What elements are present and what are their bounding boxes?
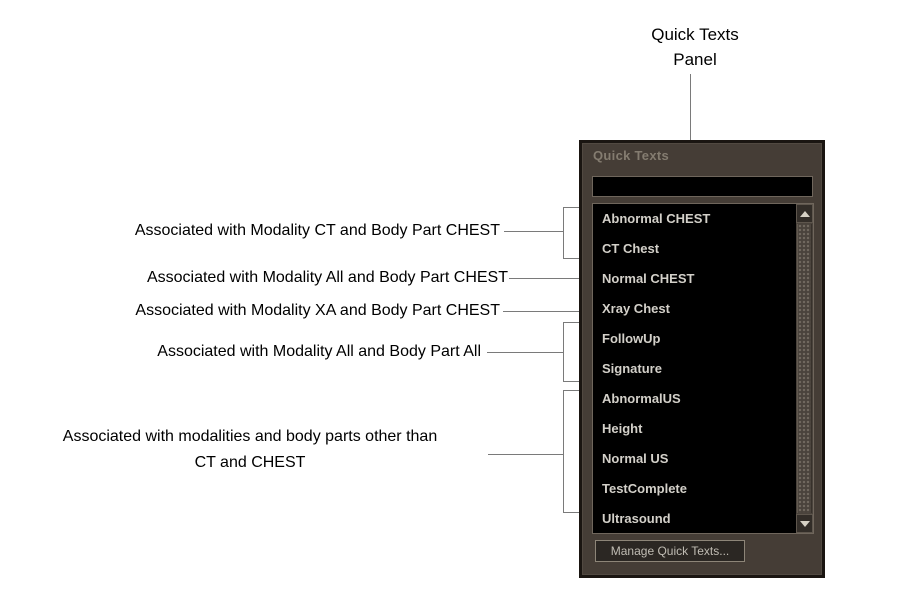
scrollbar-track[interactable] (797, 224, 812, 513)
annotation-all-all: Associated with Modality All and Body Pa… (157, 343, 481, 360)
list-item[interactable]: AbnormalUS (602, 391, 681, 406)
list-item[interactable]: Normal CHEST (602, 271, 695, 286)
scroll-down-button[interactable] (796, 514, 813, 533)
annotation-xa-chest-leader (503, 311, 593, 312)
list-item[interactable]: FollowUp (602, 331, 661, 346)
annotation-ct-chest-bracket (563, 207, 592, 259)
annotation-xa-chest: Associated with Modality XA and Body Par… (135, 302, 500, 319)
panel-callout-line2: Panel (673, 50, 717, 69)
list-item[interactable]: TestComplete (602, 481, 687, 496)
list-item[interactable]: Height (602, 421, 643, 436)
callout-leader-line (690, 74, 691, 140)
list-item[interactable]: Signature (602, 361, 662, 376)
list-item[interactable]: Abnormal CHEST (602, 211, 711, 226)
annotation-ct-chest: Associated with Modality CT and Body Par… (134, 222, 500, 239)
panel-title: Quick Texts (593, 148, 670, 163)
annotation-other-line1: Associated with modalities and body part… (62, 428, 438, 445)
annotation-all-all-leader (487, 352, 563, 353)
scroll-up-button[interactable] (796, 204, 813, 223)
annotation-other-leader (488, 454, 563, 455)
annotation-all-all-bracket (563, 322, 592, 382)
annotation-other-line2: CT and CHEST (194, 454, 306, 471)
list-item[interactable]: Normal US (602, 451, 669, 466)
annotation-other-bracket (563, 390, 592, 513)
scroll-down-icon (799, 520, 810, 527)
panel-callout-label: Quick Texts Panel (600, 22, 790, 72)
list-item[interactable]: Ultrasound (602, 511, 671, 526)
annotation-ct-chest-leader (504, 231, 563, 232)
list-item[interactable]: CT Chest (602, 241, 660, 256)
annotation-other: Associated with modalities and body part… (0, 424, 500, 476)
scroll-up-icon (799, 210, 810, 217)
list-scrollbar[interactable] (796, 204, 813, 533)
list-item[interactable]: Xray Chest (602, 301, 670, 316)
quick-text-filter-input[interactable] (592, 176, 813, 197)
annotation-all-chest: Associated with Modality All and Body Pa… (146, 269, 508, 286)
manage-quick-texts-button[interactable]: Manage Quick Texts... (595, 540, 745, 562)
panel-callout-line1: Quick Texts (651, 25, 739, 44)
annotation-all-chest-leader (509, 278, 593, 279)
